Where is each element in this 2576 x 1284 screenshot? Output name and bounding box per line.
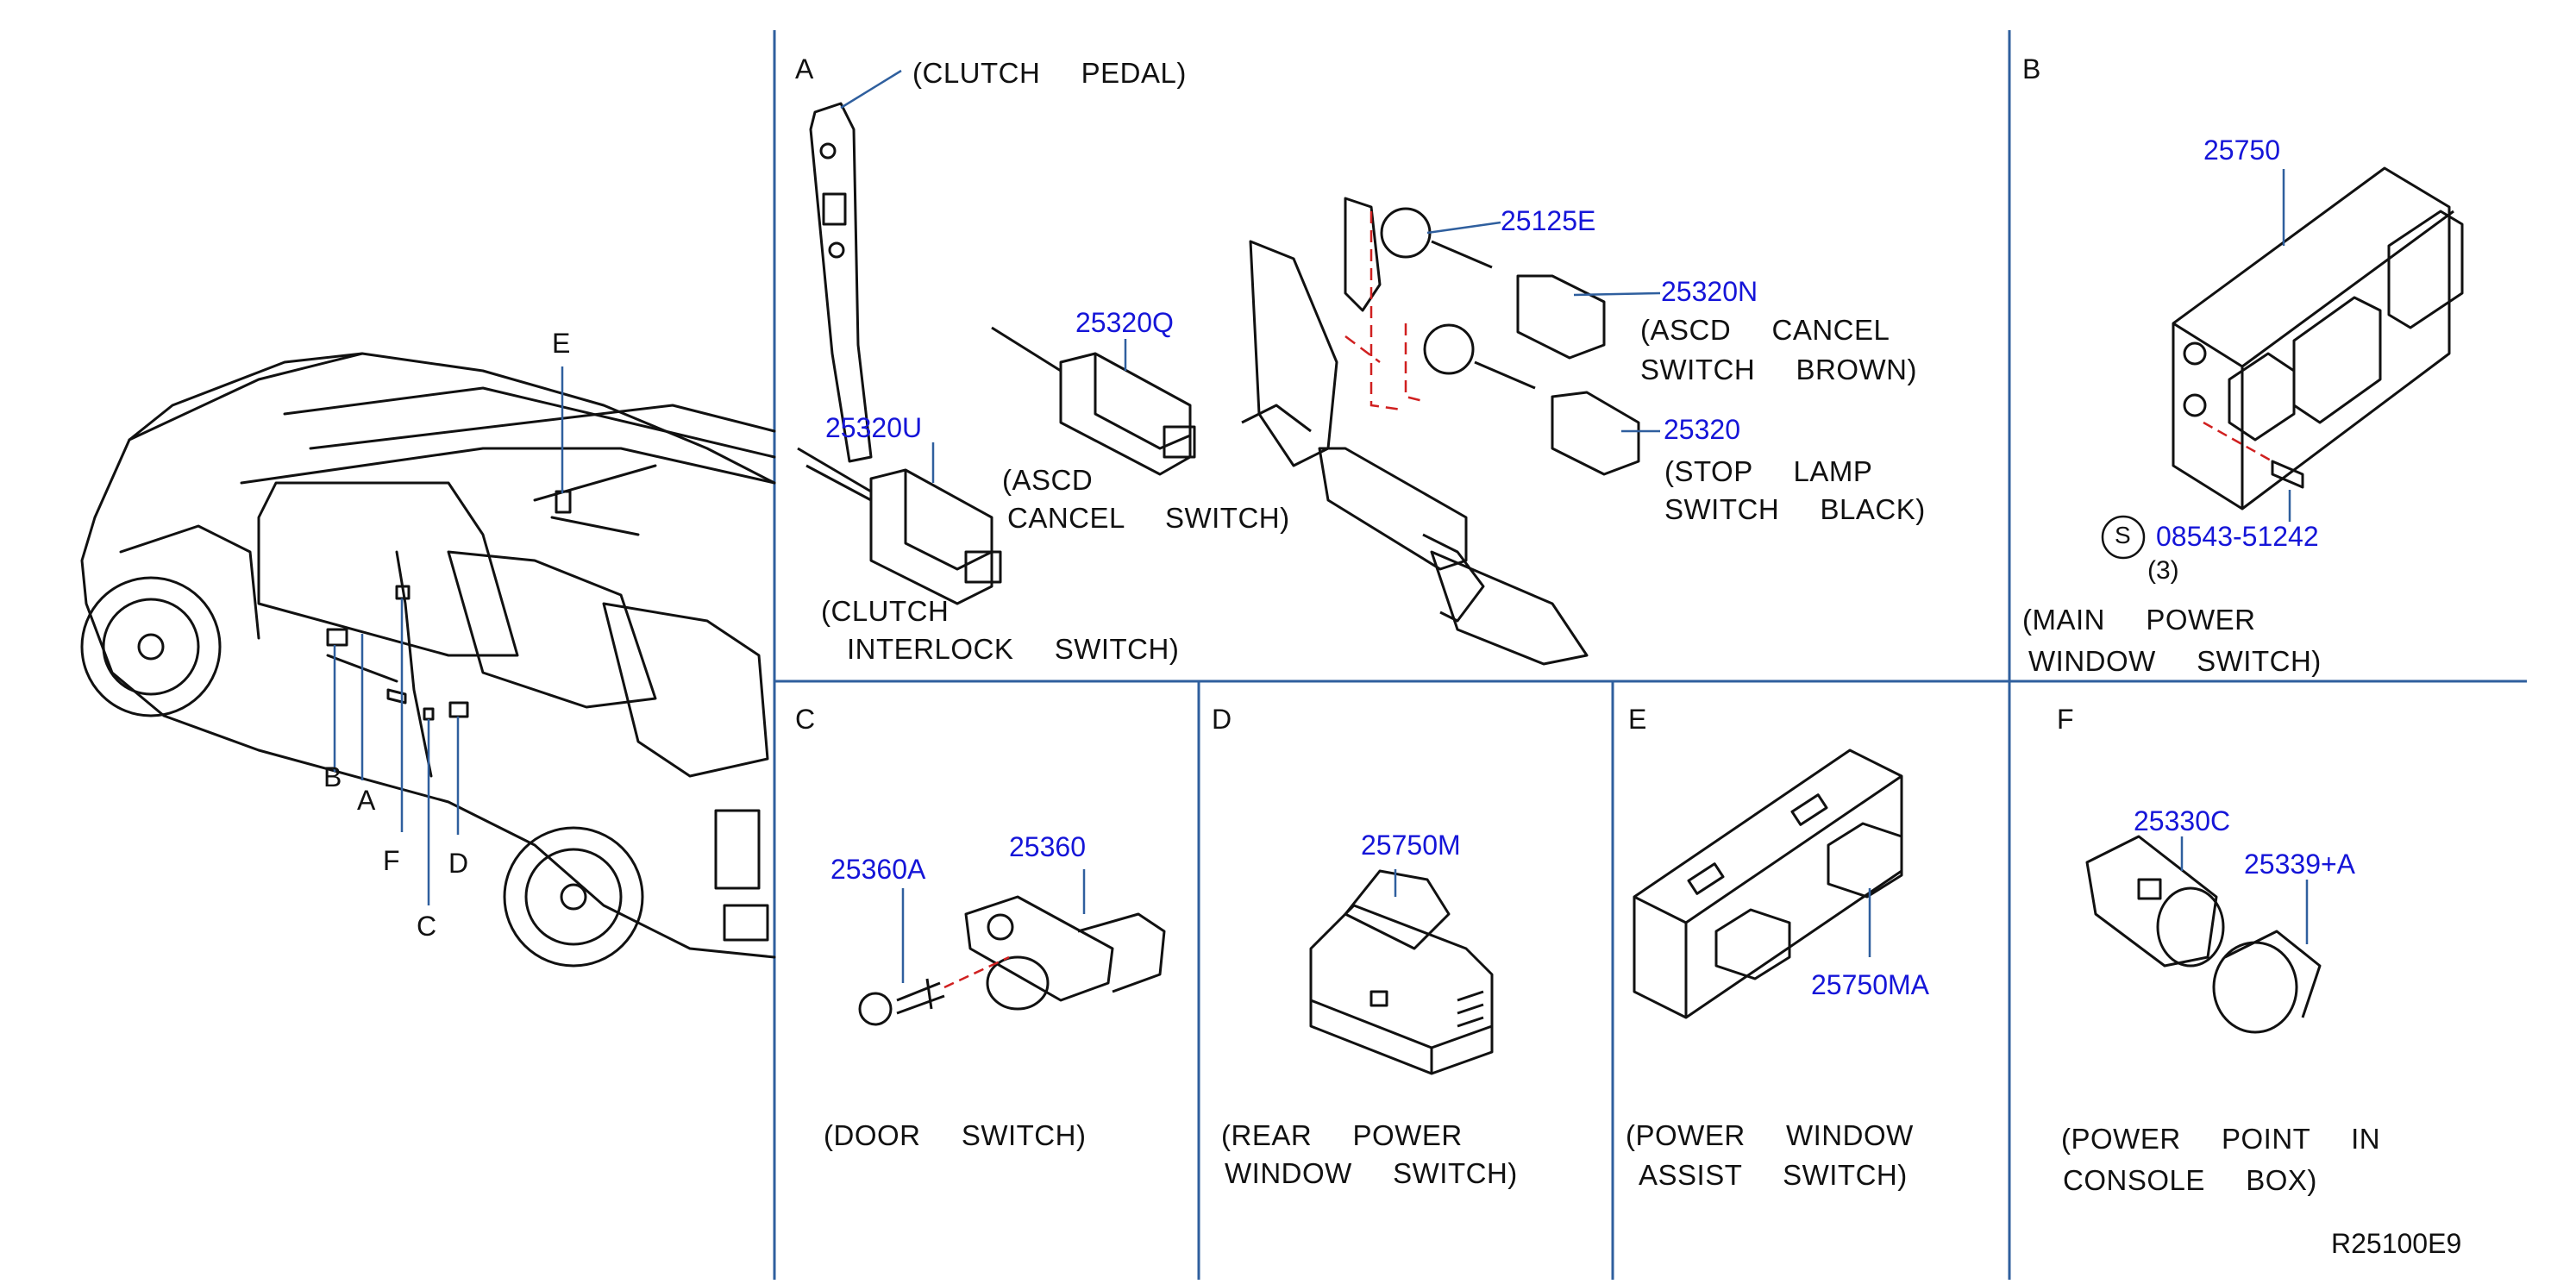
caption-clutch-pedal: (CLUTCH PEDAL) <box>912 57 1187 89</box>
part-25360a[interactable]: 25360A <box>830 854 926 885</box>
part-25339-plus-a[interactable]: 25339+A <box>2244 849 2356 880</box>
section-c-letter: C <box>795 704 816 735</box>
vehicle-key-e: E <box>552 328 571 359</box>
screw-symbol: S <box>2115 522 2131 548</box>
vehicle-key-c: C <box>417 911 437 942</box>
part-25750[interactable]: 25750 <box>2203 135 2280 166</box>
section-a-alignment-lines <box>1344 211 1424 411</box>
part-25750ma[interactable]: 25750MA <box>1811 969 1929 1000</box>
part-25125e[interactable]: 25125E <box>1501 205 1596 236</box>
part-25320u[interactable]: 25320U <box>825 412 923 443</box>
section-d-letter: D <box>1212 704 1232 735</box>
caption-door-switch: (DOOR SWITCH) <box>824 1119 1087 1151</box>
caption-rear-power-line1: (REAR POWER <box>1221 1119 1463 1151</box>
caption-stop-lamp-line2: SWITCH BLACK) <box>1664 493 1926 525</box>
screw-quantity: (3) <box>2147 556 2179 585</box>
caption-clutch-interlock-line1: (CLUTCH <box>821 595 950 627</box>
vehicle-key-f: F <box>383 845 400 876</box>
section-c-markings <box>901 869 1086 989</box>
caption-main-power-line1: (MAIN POWER <box>2022 604 2256 636</box>
section-e-drawing <box>1633 748 1903 1019</box>
section-f-leaders <box>2180 836 2309 944</box>
caption-clutch-interlock-line2: INTERLOCK SWITCH) <box>847 633 1180 665</box>
caption-ascd-brown-line1: (ASCD CANCEL <box>1640 314 1890 346</box>
part-25320[interactable]: 25320 <box>1664 414 1740 445</box>
vehicle-location-leaders <box>333 366 564 905</box>
section-f-drawing <box>2085 835 2322 1034</box>
reference-code: R25100E9 <box>2331 1228 2462 1259</box>
vehicle-key-a: A <box>357 785 376 816</box>
section-b-drawing <box>2172 166 2464 510</box>
part-25330c[interactable]: 25330C <box>2134 805 2231 836</box>
vehicle-key-b: B <box>323 761 342 792</box>
section-f-letter: F <box>2057 704 2074 735</box>
part-25750m[interactable]: 25750M <box>1361 830 1461 861</box>
section-e-letter: E <box>1628 704 1647 735</box>
section-c-drawing <box>858 895 1166 1026</box>
caption-power-window-assist-line2: ASSIST SWITCH) <box>1639 1159 1908 1191</box>
section-d-drawing <box>1309 869 1494 1075</box>
caption-ascd-cancel-line2: CANCEL SWITCH) <box>1007 502 1290 534</box>
caption-power-window-assist-line1: (POWER WINDOW <box>1626 1119 1914 1151</box>
caption-rear-power-line2: WINDOW SWITCH) <box>1225 1157 1518 1189</box>
caption-stop-lamp-line1: (STOP LAMP <box>1664 455 1873 487</box>
part-25320q[interactable]: 25320Q <box>1075 307 1174 338</box>
caption-main-power-line2: WINDOW SWITCH) <box>2028 645 2322 677</box>
section-a-letter: A <box>795 53 814 85</box>
vehicle-key-d: D <box>448 848 469 879</box>
part-25320n[interactable]: 25320N <box>1661 276 1758 307</box>
section-a-drawings <box>797 102 1640 666</box>
caption-power-point-line2: CONSOLE BOX) <box>2063 1164 2317 1196</box>
caption-ascd-cancel-line1: (ASCD <box>1002 464 1094 496</box>
part-25360[interactable]: 25360 <box>1009 831 1086 862</box>
caption-ascd-brown-line2: SWITCH BROWN) <box>1640 354 1917 385</box>
part-08543-51242[interactable]: 08543-51242 <box>2156 521 2319 552</box>
section-a-leaders <box>840 69 1661 483</box>
caption-power-point-line1: (POWER POINT IN <box>2061 1123 2381 1155</box>
section-b-letter: B <box>2022 53 2041 85</box>
section-b-markings <box>2101 169 2291 560</box>
vehicle-illustration <box>80 352 776 968</box>
panel-dividers <box>773 30 2527 1280</box>
